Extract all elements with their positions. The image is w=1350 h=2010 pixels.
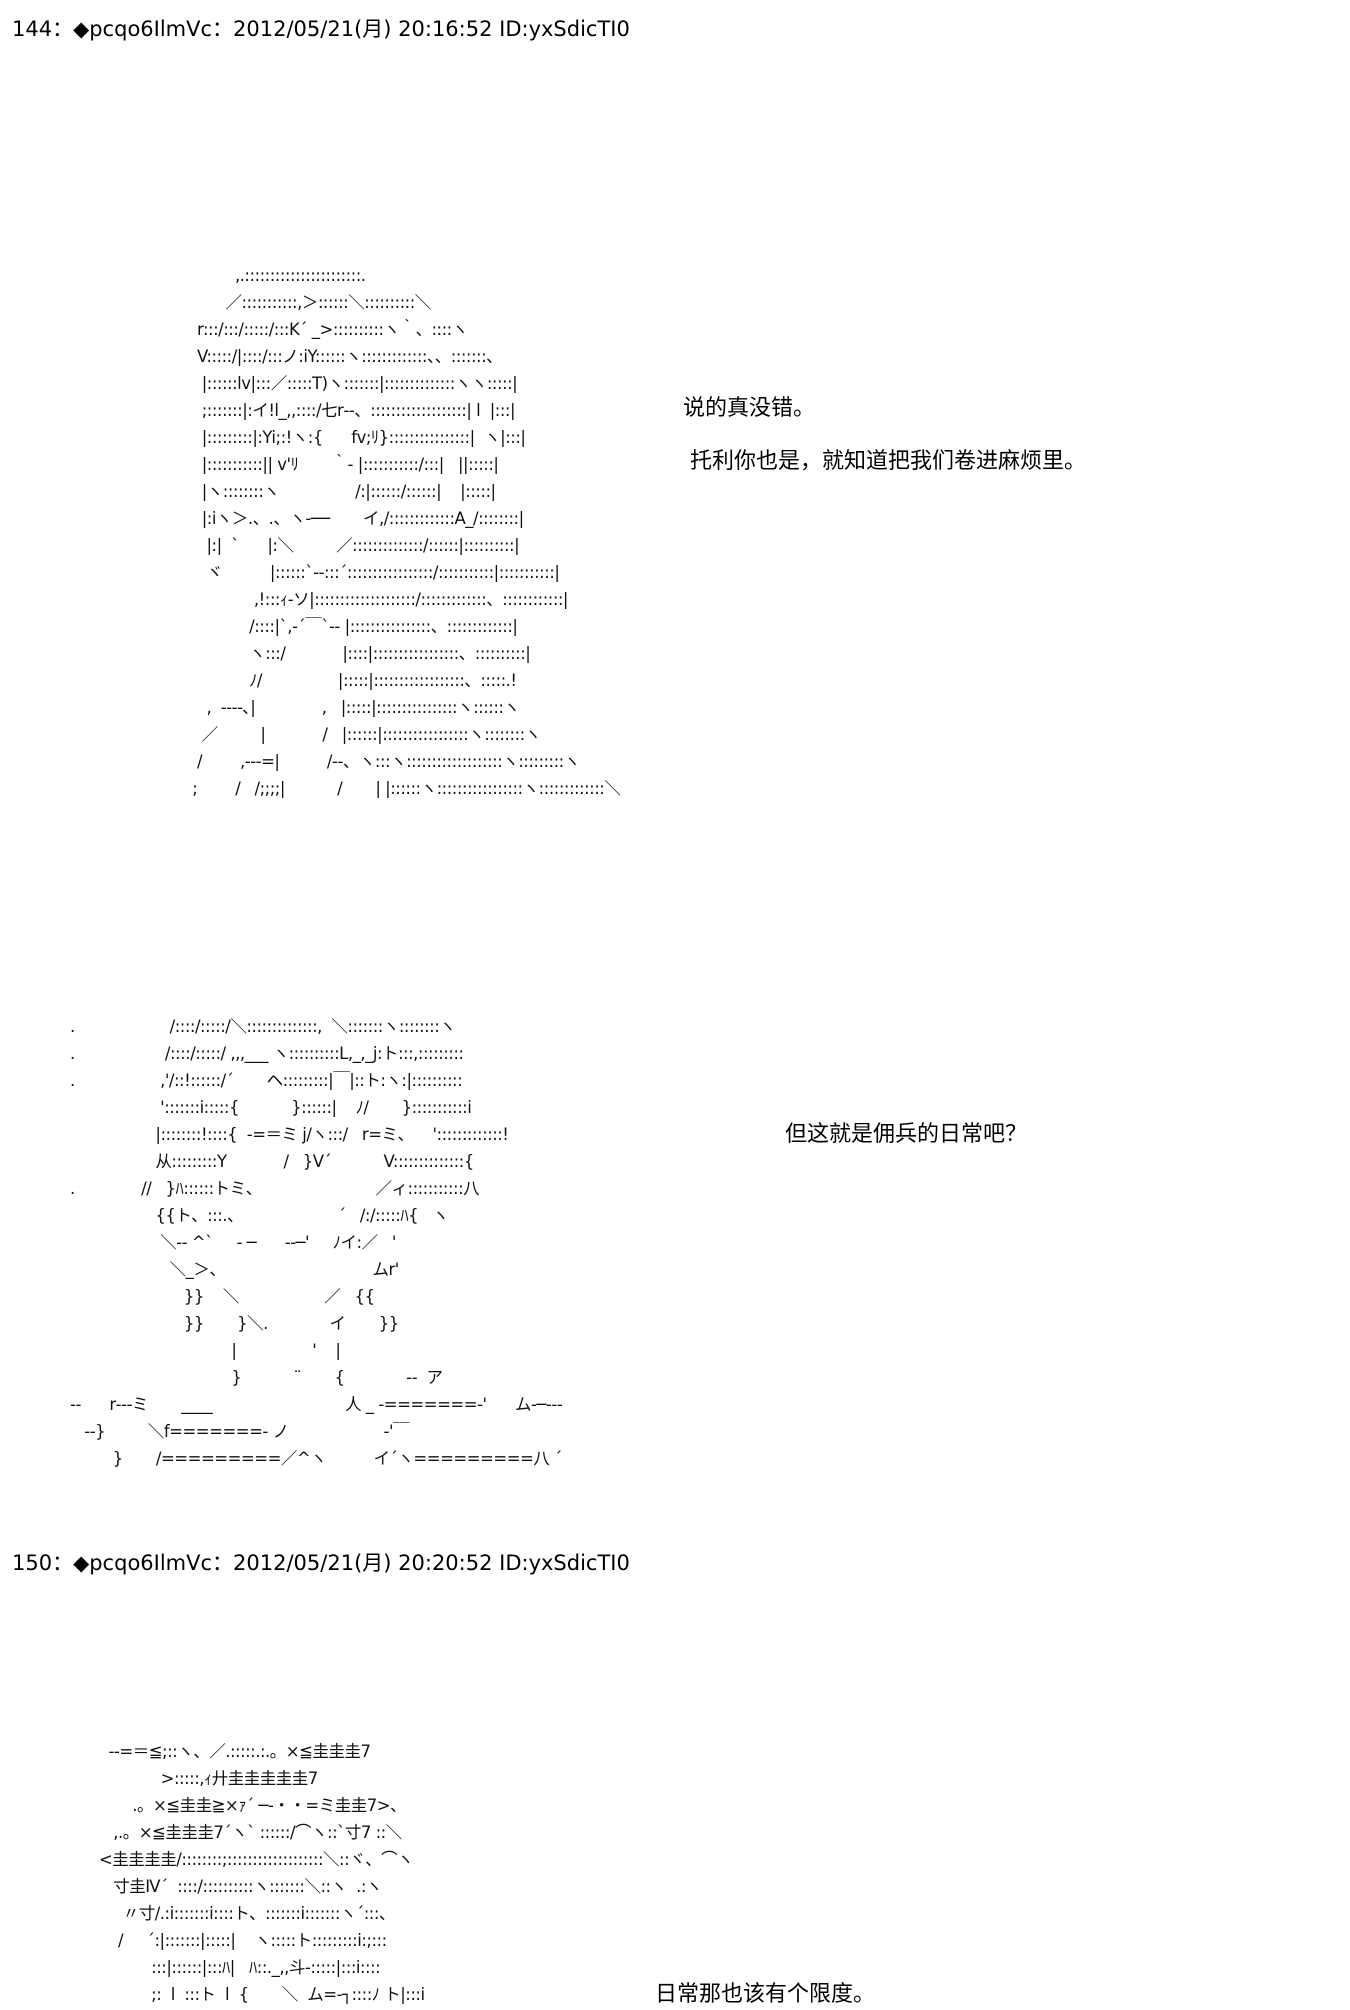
dialogue-line: 说的真没错。	[683, 396, 816, 421]
ascii-art-character-2: . /::::/:::::/＼::::::::::::::, ＼:::::::ヽ…	[70, 1017, 563, 1468]
ascii-art-character-1: ,.:::::::::::::::::::::::. ／:::::::::::,…	[192, 266, 621, 798]
dialogue-line: 日常那也该有个限度。	[655, 1982, 876, 2007]
post-header-150: 150：◆pcqo6IlmVc：2012/05/21(月) 20:20:52 I…	[12, 1551, 630, 1575]
dialogue-line: 托利你也是，就知道把我们卷进麻烦里。	[690, 449, 1087, 474]
ascii-art-character-3: ‐-=＝≦;::ヽ、／.:::::.:.。×≦圭圭圭7 >:::::,ｨ廾圭圭圭…	[98, 1742, 425, 2004]
post-header-144: 144：◆pcqo6IlmVc：2012/05/21(月) 20:16:52 I…	[12, 17, 630, 41]
dialogue-line: 但这就是佣兵的日常吧？	[785, 1122, 1028, 1147]
